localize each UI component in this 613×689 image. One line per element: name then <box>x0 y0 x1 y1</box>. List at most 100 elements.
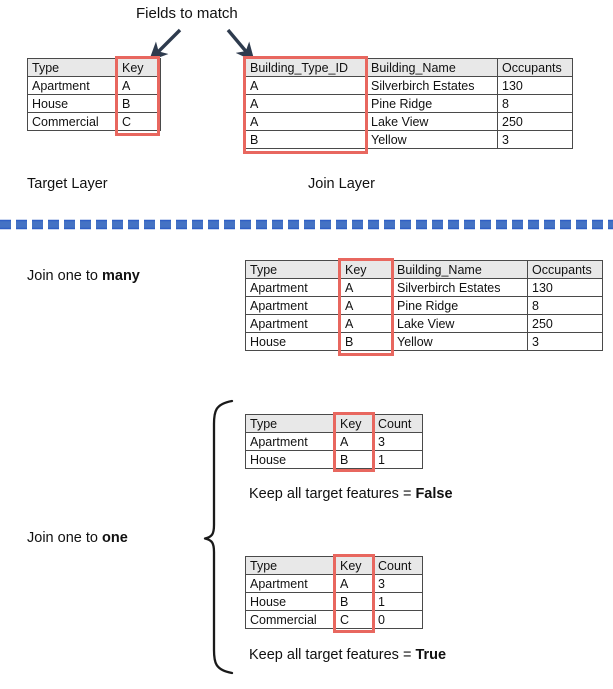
cell-count: 3 <box>373 432 423 451</box>
column-header-occupants: Occupants <box>497 58 573 77</box>
table-row: Apartment A 3 <box>245 574 423 593</box>
join-one-to-many-label: Join one to many <box>27 268 140 285</box>
keep-all-true-label: Keep all target features = True <box>249 647 447 664</box>
keep-all-false-prefix: Keep all target features = <box>249 486 416 502</box>
cell-building-type-id: A <box>245 112 367 131</box>
cell-building-type-id: B <box>245 130 367 149</box>
one-to-one-true-table: Type Key Count Apartment A 3 House B 1 C… <box>245 556 423 629</box>
column-header-building-name: Building_Name <box>392 260 528 279</box>
cell-key: B <box>335 450 374 469</box>
cell-count: 1 <box>373 450 423 469</box>
cell-occupants: 250 <box>527 314 603 333</box>
column-header-type: Type <box>27 58 118 77</box>
cell-type: House <box>245 332 341 351</box>
table-header-row: Type Key <box>27 58 161 77</box>
column-header-key: Key <box>117 58 161 77</box>
table-header-row: Type Key Count <box>245 414 423 433</box>
table-header-row: Type Key Count <box>245 556 423 575</box>
join-one-to-many-emphasis: many <box>101 268 140 284</box>
cell-key: A <box>335 432 374 451</box>
cell-count: 3 <box>373 574 423 593</box>
cell-key: B <box>340 332 393 351</box>
table-header-row: Building_Type_ID Building_Name Occupants <box>245 58 573 77</box>
join-one-to-one-label: Join one to one <box>27 530 128 547</box>
table-row: A Lake View 250 <box>245 112 573 131</box>
cell-building-name: Yellow <box>366 130 498 149</box>
column-header-building-type-id: Building_Type_ID <box>245 58 367 77</box>
join-layer-caption: Join Layer <box>308 176 375 192</box>
cell-key: A <box>335 574 374 593</box>
table-row: Apartment A Lake View 250 <box>245 314 603 333</box>
column-header-building-name: Building_Name <box>366 58 498 77</box>
cell-key: B <box>335 592 374 611</box>
cell-occupants: 8 <box>497 94 573 113</box>
column-header-count: Count <box>373 414 423 433</box>
arrow-down-right-icon <box>226 28 255 62</box>
cell-count: 1 <box>373 592 423 611</box>
table-row: Commercial C <box>27 112 161 131</box>
cell-building-name: Pine Ridge <box>392 296 528 315</box>
cell-building-name: Lake View <box>366 112 498 131</box>
cell-building-name: Silverbirch Estates <box>392 278 528 297</box>
cell-occupants: 3 <box>497 130 573 149</box>
keep-all-true-prefix: Keep all target features = <box>249 647 416 663</box>
cell-building-type-id: A <box>245 94 367 113</box>
cell-key: A <box>340 314 393 333</box>
join-one-to-one-emphasis: one <box>101 530 128 546</box>
cell-type: Apartment <box>245 278 341 297</box>
column-header-key: Key <box>335 556 374 575</box>
column-header-type: Type <box>245 414 336 433</box>
table-row: House B Yellow 3 <box>245 332 603 351</box>
keep-all-false-value: False <box>415 486 453 502</box>
cell-occupants: 130 <box>527 278 603 297</box>
join-one-to-many-prefix: Join one to <box>27 268 102 284</box>
table-row: A Silverbirch Estates 130 <box>245 76 573 95</box>
cell-occupants: 130 <box>497 76 573 95</box>
column-header-count: Count <box>373 556 423 575</box>
table-row: B Yellow 3 <box>245 130 573 149</box>
keep-all-true-value: True <box>415 647 447 663</box>
cell-type: Apartment <box>245 574 336 593</box>
cell-building-name: Pine Ridge <box>366 94 498 113</box>
table-row: House B 1 <box>245 450 423 469</box>
table-row: Commercial C 0 <box>245 610 423 629</box>
cell-type: Apartment <box>245 296 341 315</box>
arrow-down-left-icon <box>148 28 182 62</box>
cell-type: House <box>245 450 336 469</box>
table-row: Apartment A Silverbirch Estates 130 <box>245 278 603 297</box>
one-to-one-false-table: Type Key Count Apartment A 3 House B 1 <box>245 414 423 469</box>
cell-occupants: 8 <box>527 296 603 315</box>
cell-key: A <box>340 296 393 315</box>
target-layer-table: Type Key Apartment A House B Commercial … <box>27 58 161 131</box>
cell-type: House <box>245 592 336 611</box>
table-row: A Pine Ridge 8 <box>245 94 573 113</box>
join-one-to-many-table: Type Key Building_Name Occupants Apartme… <box>245 260 603 351</box>
cell-type: Commercial <box>245 610 336 629</box>
table-row: House B <box>27 94 161 113</box>
table-row: House B 1 <box>245 592 423 611</box>
keep-all-false-label: Keep all target features = False <box>249 486 453 503</box>
table-row: Apartment A Pine Ridge 8 <box>245 296 603 315</box>
table-row: Apartment A <box>27 76 161 95</box>
cell-building-name: Silverbirch Estates <box>366 76 498 95</box>
join-one-to-one-prefix: Join one to <box>27 530 102 546</box>
cell-count: 0 <box>373 610 423 629</box>
column-header-occupants: Occupants <box>527 260 603 279</box>
column-header-type: Type <box>245 556 336 575</box>
cell-type: Apartment <box>245 432 336 451</box>
cell-type: House <box>27 94 118 113</box>
table-row: Apartment A 3 <box>245 432 423 451</box>
cell-key: A <box>340 278 393 297</box>
cell-type: Apartment <box>27 76 118 95</box>
cell-occupants: 250 <box>497 112 573 131</box>
cell-key: B <box>117 94 161 113</box>
column-header-key: Key <box>335 414 374 433</box>
page-title: Fields to match <box>136 5 238 22</box>
table-header-row: Type Key Building_Name Occupants <box>245 260 603 279</box>
join-layer-table: Building_Type_ID Building_Name Occupants… <box>245 58 573 149</box>
cell-type: Apartment <box>245 314 341 333</box>
cell-building-name: Yellow <box>392 332 528 351</box>
cell-occupants: 3 <box>527 332 603 351</box>
cell-building-type-id: A <box>245 76 367 95</box>
cell-key: C <box>117 112 161 131</box>
